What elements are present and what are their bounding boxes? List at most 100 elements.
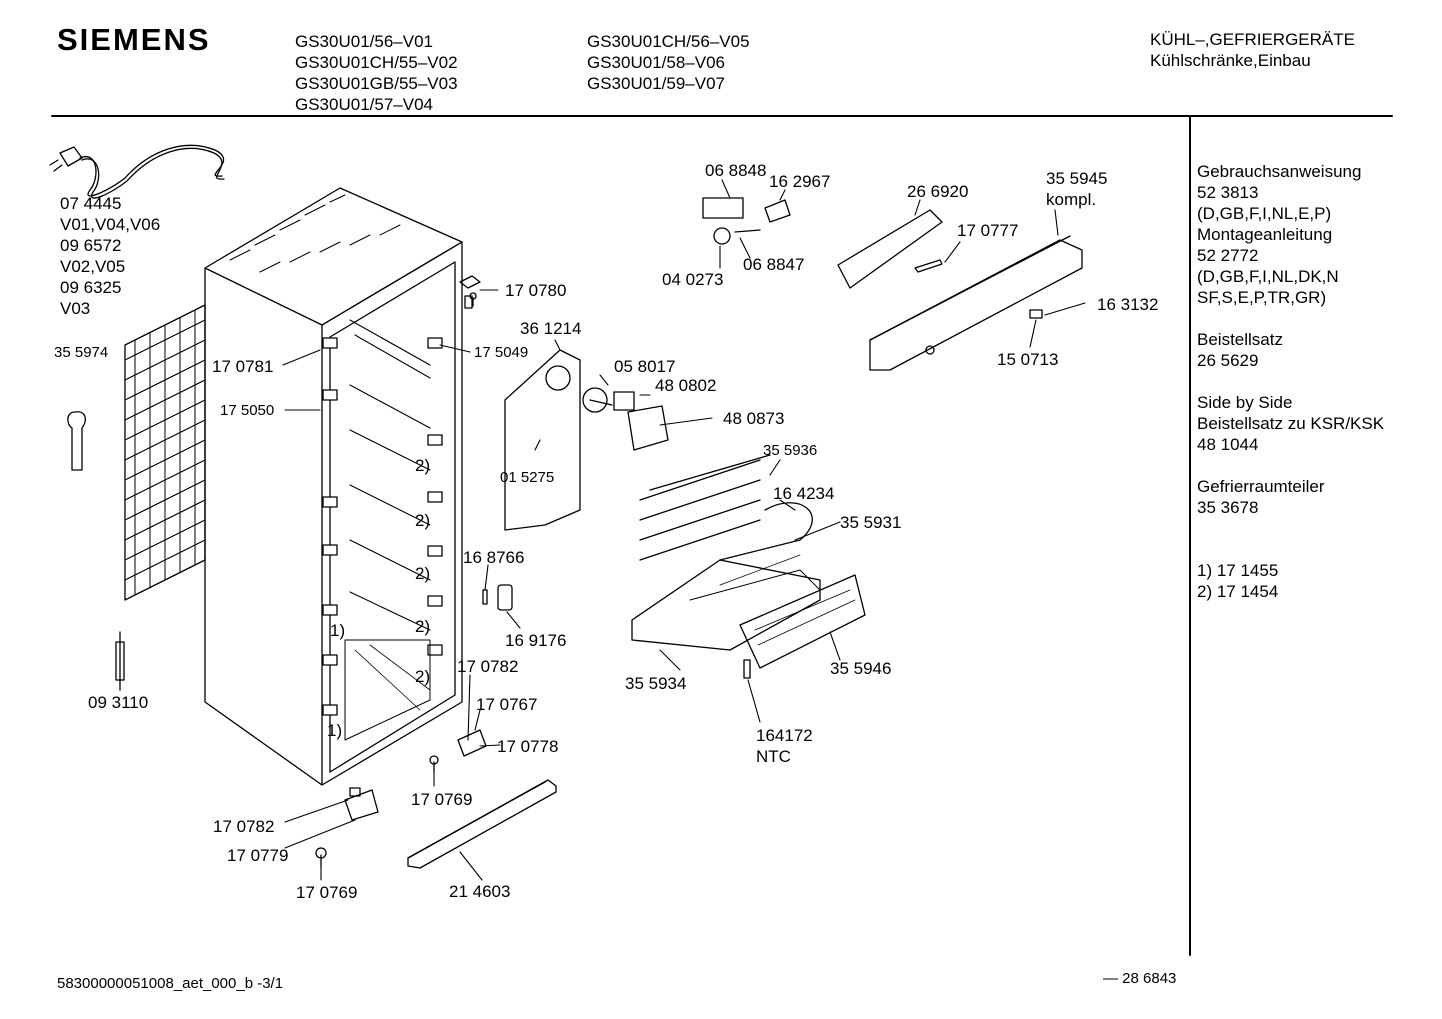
sensor-wire-part [720, 503, 812, 560]
sidebar-line: Gefrierraumteiler [1197, 477, 1325, 496]
drain-tube-part [68, 412, 86, 470]
part-label: 16 9176 [505, 631, 567, 650]
sidebar-spacer [1197, 539, 1384, 560]
control-fascia-part [870, 236, 1082, 370]
condenser-part [125, 305, 205, 600]
model-number: GS30U01/58–V06 [587, 53, 725, 72]
cap-part [498, 585, 512, 610]
model-number: GS30U01CH/55–V02 [295, 53, 458, 72]
part-label: 01 5275 [500, 469, 555, 486]
sidebar-group: Beistellsatz 26 5629 [1197, 329, 1384, 371]
leader-lines [120, 180, 1085, 880]
lamp-socket-part [703, 198, 760, 244]
part-label: 164172 [756, 726, 813, 745]
sidebar-line: (D,GB,F,I,NL,DK,N [1197, 267, 1339, 286]
footnote-marker: 2) [415, 511, 431, 530]
part-label: 05 8017 [614, 357, 676, 376]
sidebar-group: Side by Side Beistellsatz zu KSR/KSK 48 … [1197, 392, 1384, 455]
part-label: 21 4603 [449, 882, 511, 901]
back-panel-part [505, 350, 612, 530]
model-number: GS30U01CH/56–V05 [587, 32, 750, 51]
sidebar-line: 52 2772 [1197, 246, 1259, 265]
model-number: GS30U01/57–V04 [295, 95, 433, 114]
sidebar-line: Montageanleitung [1197, 225, 1333, 244]
footnote-marker: 1) [330, 621, 346, 640]
sidebar-footnotes: 1) 17 1455 2) 17 1454 [1197, 560, 1384, 602]
footnote-marker: 2) [415, 564, 431, 583]
part-label: 17 0769 [411, 790, 473, 809]
filter-dryer-part [116, 632, 124, 690]
part-label: 26 6920 [907, 182, 969, 201]
drip-tray-part [632, 555, 820, 650]
part-label: 35 5931 [840, 513, 902, 532]
part-label: 07 4445 [60, 194, 122, 213]
sidebar-group: Gefrierraumteiler 35 3678 [1197, 476, 1384, 518]
sidebar-line: 26 5629 [1197, 351, 1259, 370]
part-label: 17 0782 [457, 657, 519, 676]
sidebar-line: Gebrauchsanweisung [1197, 162, 1362, 181]
model-number: GS30U01/56–V01 [295, 32, 433, 51]
part-label: 16 2967 [769, 172, 831, 191]
part-label: 17 5050 [220, 402, 275, 419]
top-hinge-part [460, 276, 480, 308]
sidebar-line: 1) 17 1455 [1197, 561, 1279, 580]
sidebar-group: Gebrauchsanweisung 52 3813 (D,GB,F,I,NL,… [1197, 161, 1384, 308]
part-label: 35 5945 [1046, 169, 1108, 188]
thermostat-part [614, 392, 668, 450]
part-label: 17 0779 [227, 846, 289, 865]
part-label: 48 0873 [723, 409, 785, 428]
sidebar-line: Beistellsatz zu KSR/KSK [1197, 414, 1385, 433]
sidebar-line: 52 3813 [1197, 183, 1259, 202]
drawer-front-part [740, 575, 865, 668]
brand-logo: SIEMENS [57, 22, 211, 57]
part-note: NTC [756, 747, 791, 766]
part-label: 04 0273 [662, 270, 724, 289]
sidebar-line: Side by Side [1197, 393, 1293, 412]
part-label: 35 5974 [54, 344, 109, 361]
part-label: 09 3110 [88, 693, 149, 712]
part-label: 35 5934 [625, 674, 687, 693]
footnote-marker: 2) [415, 667, 431, 686]
kickplate-part [408, 780, 556, 868]
screw-part [316, 293, 476, 867]
model-list-1: GS30U01/56–V01 GS30U01CH/55–V02 GS30U01G… [295, 31, 458, 115]
evaporator-part [640, 455, 770, 560]
part-label: 17 0782 [213, 817, 275, 836]
footnote-marker: 1) [327, 721, 343, 740]
category-title: KÜHL–,GEFRIERGERÄTE [1150, 30, 1355, 49]
part-label: 06 8847 [743, 255, 805, 274]
part-label: 17 0777 [957, 221, 1019, 240]
footnote-marker: 2) [415, 456, 431, 475]
drawing-ref: — 28 6843 [1103, 970, 1177, 987]
part-label: 48 0802 [655, 376, 717, 395]
footnote-marker: 2) [415, 617, 431, 636]
part-label: 15 0713 [997, 350, 1059, 369]
variant-label: V01,V04,V06 [60, 215, 161, 234]
model-list-2: GS30U01CH/56–V05 GS30U01/58–V06 GS30U01/… [587, 31, 750, 94]
category-subtitle: Kühlschränke,Einbau [1150, 51, 1311, 70]
part-label: 17 0780 [505, 281, 567, 300]
part-label: 17 0767 [476, 695, 538, 714]
sidebar-line: (D,GB,F,I,NL,E,P) [1197, 204, 1332, 223]
part-label: 16 4234 [773, 484, 835, 503]
model-number: GS30U01GB/55–V03 [295, 74, 458, 93]
part-label: 16 3132 [1097, 295, 1159, 314]
sidebar-line: SF,S,E,P,TR,GR) [1197, 288, 1327, 307]
cabinet-part [205, 188, 462, 785]
part-label: 09 6325 [60, 278, 122, 297]
sidebar-line: 2) 17 1454 [1197, 582, 1279, 601]
light-switch-part [1030, 310, 1042, 318]
part-label: 17 0769 [296, 883, 358, 902]
drawing-ref-number: 28 6843 [1122, 970, 1177, 987]
part-label: 17 5049 [474, 344, 529, 361]
lamp-cover-part [765, 200, 790, 222]
part-label: 06 8848 [705, 161, 767, 180]
control-board-part [838, 210, 942, 288]
power-cord-part [50, 145, 224, 198]
part-note: kompl. [1046, 190, 1097, 209]
sidebar-line: 35 3678 [1197, 498, 1259, 517]
sidebar-line: 48 1044 [1197, 435, 1259, 454]
category: KÜHL–,GEFRIERGERÄTE Kühlschränke,Einbau [1150, 29, 1355, 71]
document-id: 58300000051008_aet_000_b -3/1 [57, 975, 284, 992]
